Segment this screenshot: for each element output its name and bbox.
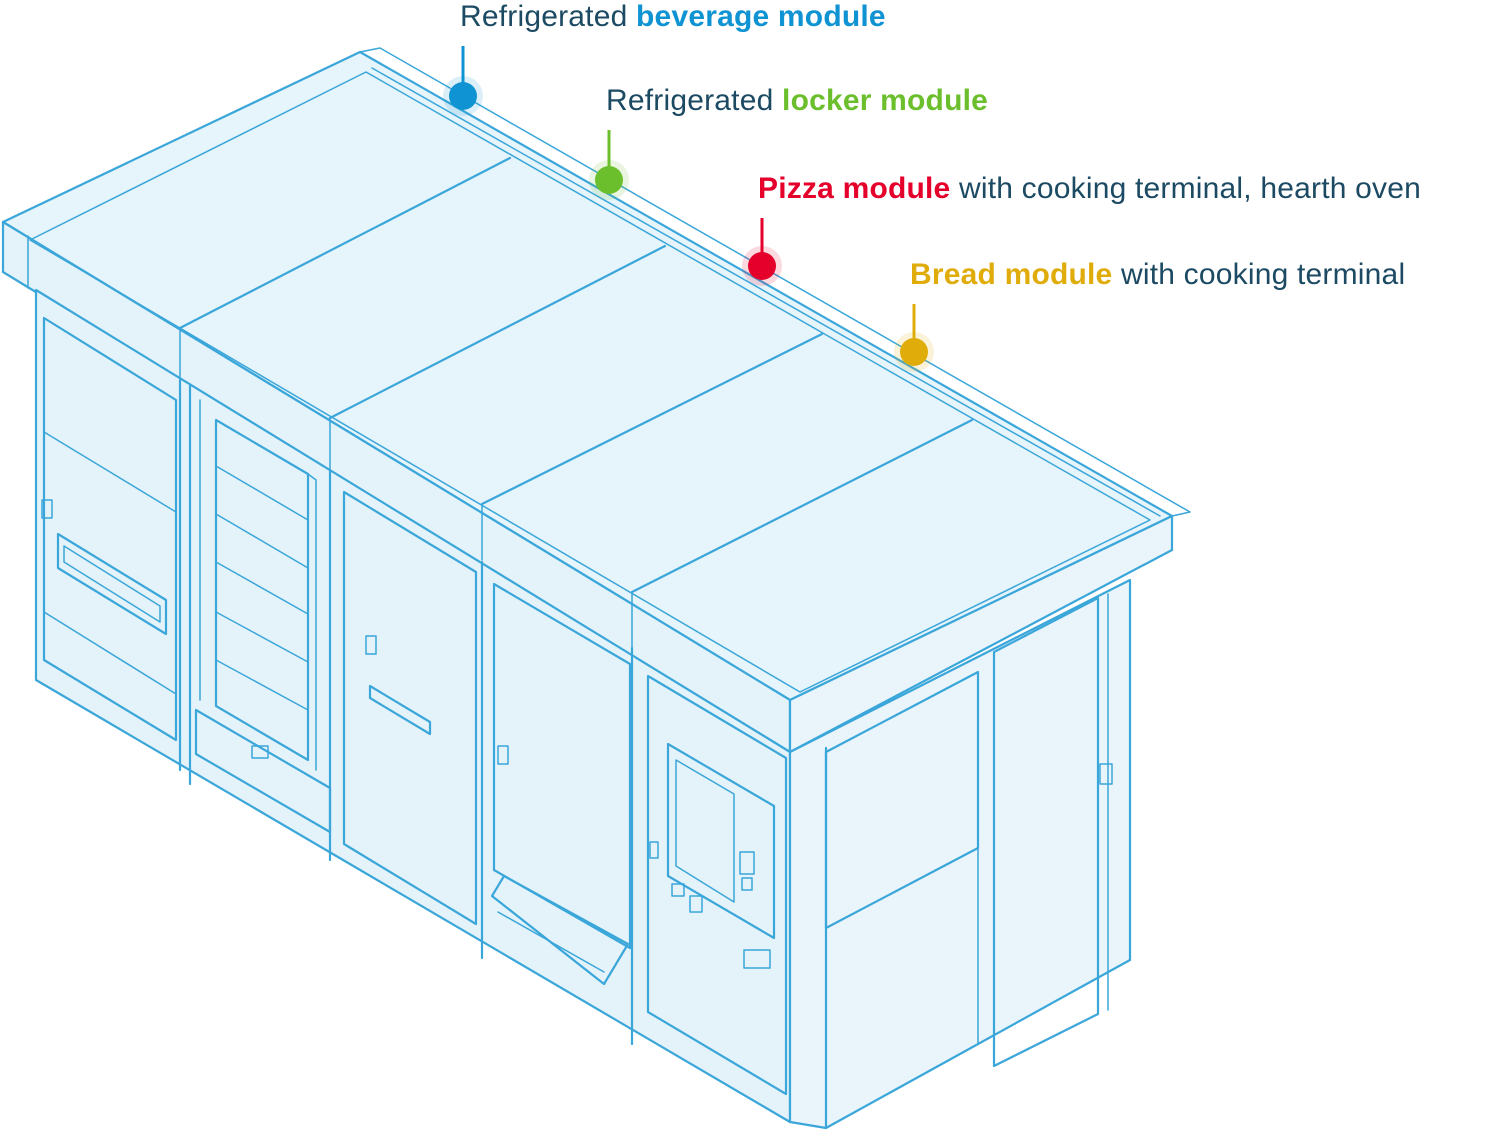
callout-label-bread: Bread module with cooking terminal xyxy=(910,258,1405,292)
locker-dot xyxy=(595,166,623,194)
roof-inner-border xyxy=(29,71,1151,693)
label-suffix: with cooking terminal xyxy=(1112,258,1406,291)
label-highlight: Pizza module xyxy=(758,172,951,205)
body xyxy=(34,288,1132,1130)
label-highlight: beverage module xyxy=(636,0,886,33)
callout-label-beverage: Refrigerated beverage module xyxy=(460,0,886,34)
callout-label-pizza: Pizza module with cooking terminal, hear… xyxy=(758,172,1421,206)
callout-label-locker: Refrigerated locker module xyxy=(606,84,988,118)
pizza-module-door xyxy=(342,490,478,926)
beverage-dot xyxy=(449,82,477,110)
label-prefix: Refrigerated xyxy=(460,0,637,33)
roof-seam-1 xyxy=(178,156,512,330)
pizza-dot xyxy=(748,252,776,280)
bread-module-terminal xyxy=(646,674,788,1096)
roof-seam-2 xyxy=(328,244,667,420)
label-prefix: Refrigerated xyxy=(606,84,783,117)
roof-seam-3 xyxy=(480,332,824,506)
label-highlight: locker module xyxy=(782,84,989,117)
label-highlight: Bread module xyxy=(910,258,1113,291)
roof-side-edge xyxy=(788,514,1174,754)
roof-rail xyxy=(359,47,1191,517)
beverage-module-door xyxy=(41,316,178,742)
pickup-module-door xyxy=(490,582,632,986)
bread-dot xyxy=(900,338,928,366)
roof-seam-4 xyxy=(630,418,974,594)
roof xyxy=(1,47,1191,754)
locker-module xyxy=(194,399,332,834)
kiosk-side-details xyxy=(824,593,1113,1068)
callout-markers xyxy=(443,46,934,372)
label-suffix: with cooking terminal, hearth oven xyxy=(950,172,1422,205)
